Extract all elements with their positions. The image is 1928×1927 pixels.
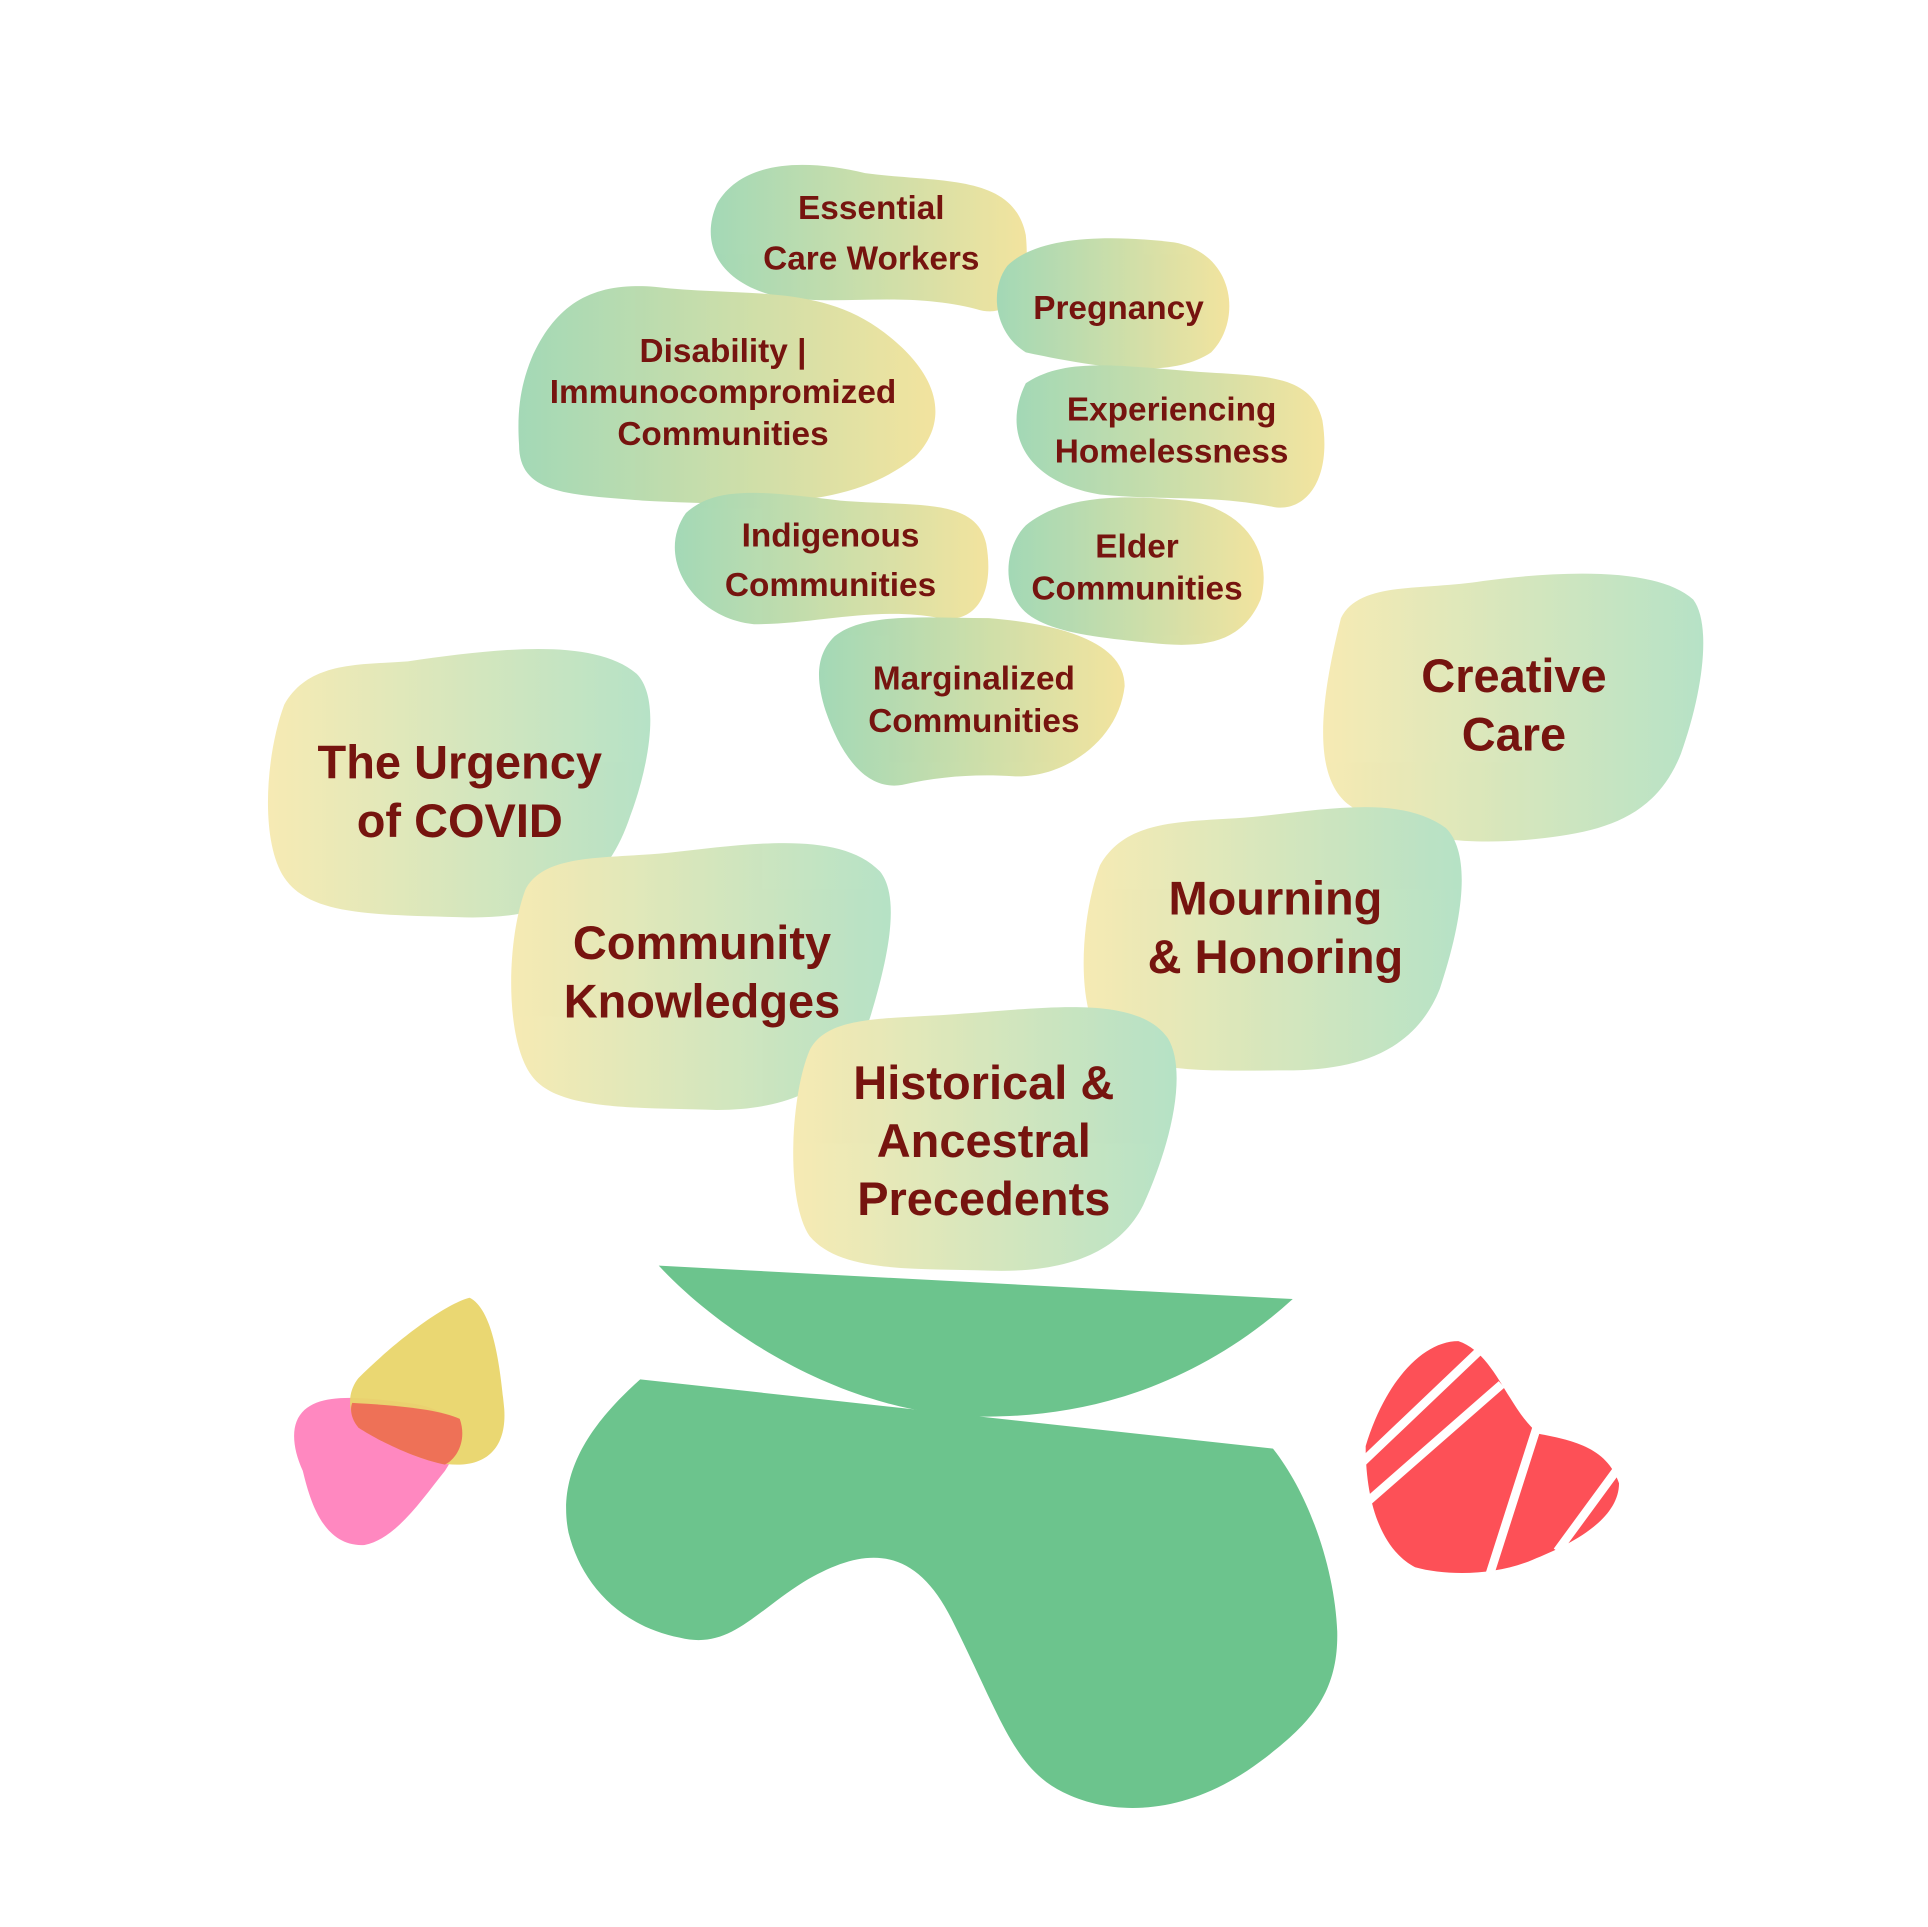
topic-label: of COVID xyxy=(357,794,563,847)
topic-label: Pregnancy xyxy=(1033,290,1204,327)
topic-label: Communities xyxy=(617,416,828,453)
large-topic-labels: Creative Care The Urgency of COVID Mourn… xyxy=(318,649,1607,1225)
blob-homelessness xyxy=(1016,365,1325,508)
topic-label: Historical & xyxy=(853,1056,1114,1109)
topic-label: Mourning xyxy=(1169,872,1383,925)
blob-creative-care xyxy=(1323,573,1704,842)
topic-label: Communities xyxy=(1031,571,1242,608)
topic-label: Homelessness xyxy=(1055,433,1289,470)
blob-urgency-of-covid xyxy=(267,648,651,918)
red-striped-blob xyxy=(1350,1341,1629,1578)
topic-label: Immunocompromized xyxy=(550,374,897,411)
topic-label: Creative xyxy=(1421,649,1606,702)
topic-label: Essential xyxy=(798,190,945,227)
blob-disability xyxy=(518,286,936,504)
topic-label: Communities xyxy=(868,703,1079,740)
small-topic-labels: Essential Care Workers Pregnancy Disabil… xyxy=(550,190,1289,740)
blob-community-knowledges xyxy=(511,843,891,1110)
blob-indigenous xyxy=(674,492,989,625)
topic-label: The Urgency xyxy=(318,736,602,789)
topic-label: Marginalized xyxy=(873,661,1075,698)
topic-label: Indigenous xyxy=(742,517,920,554)
topic-label: Knowledges xyxy=(564,974,841,1027)
blob-essential-care-workers xyxy=(710,164,1027,312)
blob-marginalized xyxy=(818,617,1125,786)
blob-historical-ancestral xyxy=(793,1007,1177,1271)
topic-label: & Honoring xyxy=(1148,930,1404,983)
topic-label: Experiencing xyxy=(1067,391,1277,428)
blob-pregnancy xyxy=(996,238,1230,369)
green-bowl-shape xyxy=(658,1265,1293,1417)
overlap-orange xyxy=(351,1402,463,1465)
green-base-shape xyxy=(566,1379,1338,1808)
topic-label: Care xyxy=(1462,707,1566,760)
topic-label: Care Workers xyxy=(763,241,979,278)
blob-elder xyxy=(1008,497,1264,645)
topic-label: Community xyxy=(573,916,831,969)
topic-label: Communities xyxy=(725,567,936,604)
topic-label: Precedents xyxy=(857,1172,1110,1225)
blob-mourning-honoring xyxy=(1083,807,1462,1071)
topic-label: Disability | xyxy=(640,333,807,370)
topic-label: Elder xyxy=(1095,529,1178,566)
topic-label: Ancestral xyxy=(877,1114,1091,1167)
